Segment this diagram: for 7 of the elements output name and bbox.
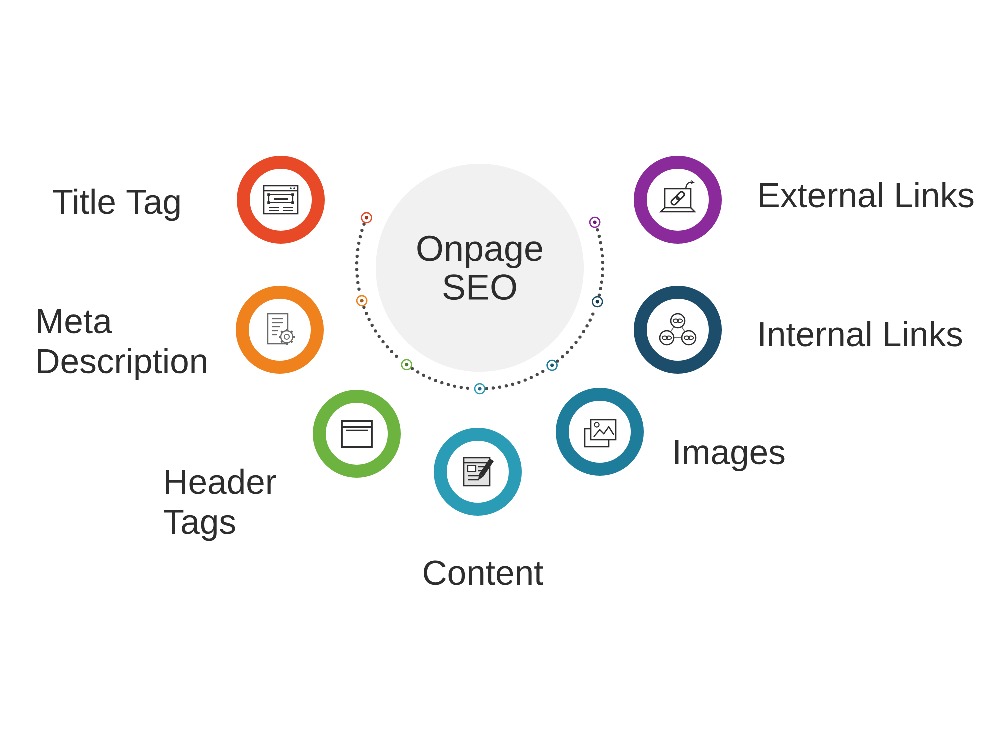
node-label: Images [675,440,785,472]
node-label: Internal Links [760,321,962,347]
node-label: Meta Description [38,309,206,381]
node-label: Content [424,560,544,586]
node-label: Header Tags [164,468,276,542]
node-label: External Links [760,182,974,208]
node-label: Title Tag [53,188,180,222]
